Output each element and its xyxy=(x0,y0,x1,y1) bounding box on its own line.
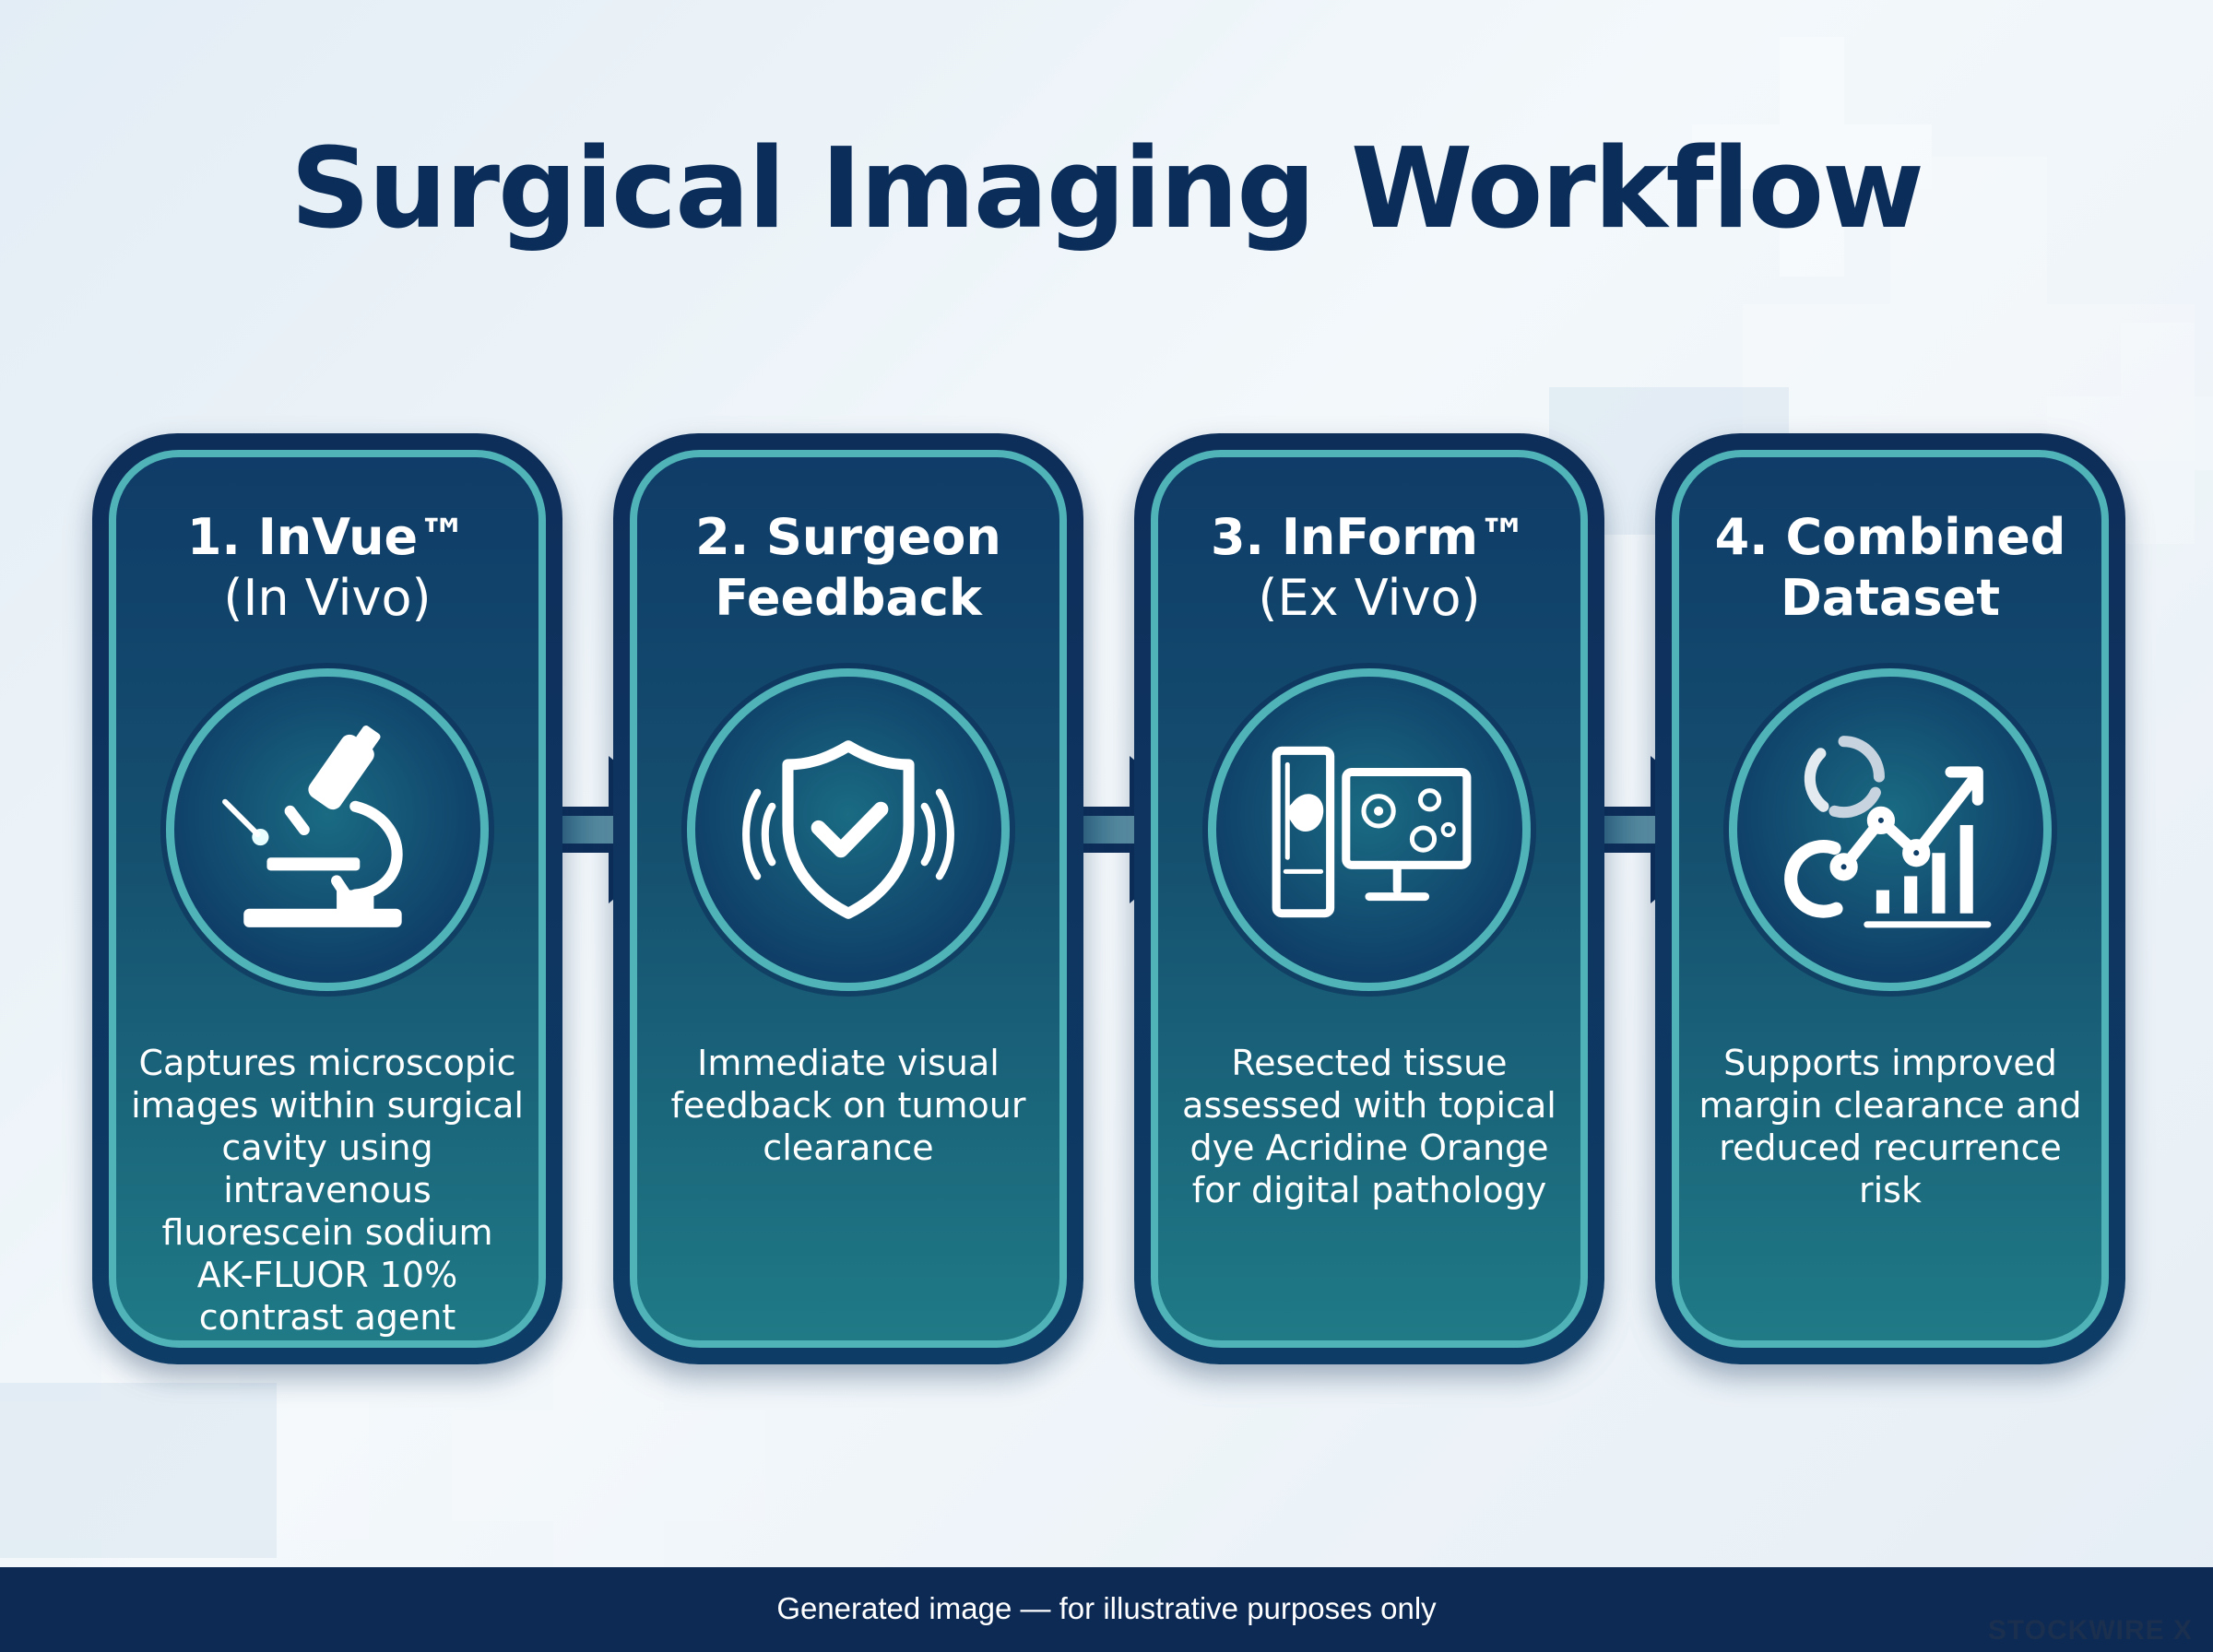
step-title-line1: 3. InForm™ xyxy=(1210,508,1529,566)
page-title: Surgical Imaging Workflow xyxy=(290,125,1924,254)
step-description: Supports improved margin clearance and r… xyxy=(1698,1043,2082,1210)
step-title: 1. InVue™ (In Vivo) xyxy=(92,507,562,629)
step-icon-circle xyxy=(1729,668,2052,991)
step-icon-circle xyxy=(687,668,1010,991)
step-title: 4. Combined Dataset xyxy=(1655,507,2125,629)
step-description: Resected tissue assessed with topical dy… xyxy=(1182,1043,1556,1210)
step-card-surgeon-feedback: 2. Surgeon Feedback Immediate visual fee… xyxy=(613,433,1083,1364)
step-icon-circle xyxy=(1208,668,1531,991)
shield-check-icon xyxy=(742,740,954,919)
step-title-line1: 1. InVue™ xyxy=(186,508,468,566)
step-title: 3. InForm™ (Ex Vivo) xyxy=(1134,507,1604,629)
analytics-chart-icon xyxy=(1784,736,1992,928)
step-title: 2. Surgeon Feedback xyxy=(613,507,1083,629)
footer-bar: Generated image — for illustrative purpo… xyxy=(0,1567,2213,1652)
digital-pathology-monitor-icon xyxy=(1272,746,1472,918)
step-title-line1: 4. Combined xyxy=(1714,508,2066,566)
step-card-inform: 3. InForm™ (Ex Vivo) Resected tissue ass… xyxy=(1134,433,1604,1364)
step-card-invue: 1. InVue™ (In Vivo) Captures microscopic… xyxy=(92,433,562,1364)
step-description: Immediate visual feedback on tumour clea… xyxy=(670,1043,1026,1168)
step-card-combined-dataset: 4. Combined Dataset Supports improved ma… xyxy=(1655,433,2125,1364)
footer-disclaimer: Generated image — for illustrative purpo… xyxy=(776,1591,1437,1625)
step-icon-circle xyxy=(166,668,489,991)
watermark-logo: STOCKWIRE X xyxy=(1987,1615,2193,1646)
step-description: Captures microscopic images within surgi… xyxy=(131,1043,524,1338)
step-title-line2: (In Vivo) xyxy=(223,569,432,627)
step-title-line2: Feedback xyxy=(715,569,982,627)
step-title-line1: 2. Surgeon xyxy=(695,508,1001,566)
step-title-line2: (Ex Vivo) xyxy=(1258,569,1481,627)
step-title-line2: Dataset xyxy=(1780,569,2001,627)
microscope-icon xyxy=(222,726,403,927)
